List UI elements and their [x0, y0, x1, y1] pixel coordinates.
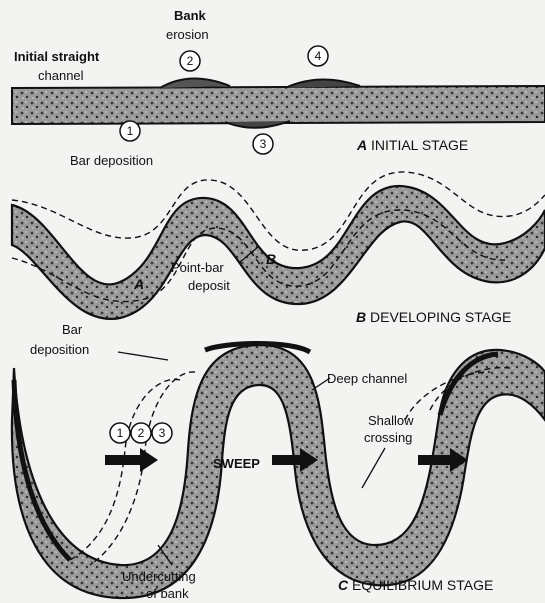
- bar-deposition-label-1: Bar: [62, 322, 83, 337]
- marker-c-2: 2: [131, 423, 151, 443]
- stage-b-developing: Point-bar deposit A B B DEVELOPING STAGE: [12, 172, 545, 325]
- sweep-label: SWEEP: [213, 456, 260, 471]
- shallow-crossing-label-1: Shallow: [368, 413, 414, 428]
- marker-4: 4: [308, 46, 328, 66]
- initial-channel-label-1: Initial straight: [14, 49, 100, 64]
- stage-b-title: B DEVELOPING STAGE: [356, 309, 511, 325]
- bank-erosion-label-1: Bank: [174, 8, 207, 23]
- point-a-letter: A: [133, 276, 144, 292]
- stage-c-equilibrium: 1 2 3 Bar deposition Deep channel Shallo…: [12, 322, 545, 601]
- marker-c-3: 3: [152, 423, 172, 443]
- shallow-crossing-leader: [362, 448, 385, 488]
- svg-text:2: 2: [138, 426, 145, 440]
- shallow-crossing-label-2: crossing: [364, 430, 412, 445]
- svg-text:4: 4: [315, 49, 322, 63]
- stage-a-title: A INITIAL STAGE: [356, 137, 468, 153]
- point-bar-label-1: Point-bar: [171, 260, 224, 275]
- bar-deposition-leader: [118, 352, 168, 360]
- developing-channel: [12, 186, 545, 319]
- undercutting-label-1: Undercutting: [122, 569, 196, 584]
- point-b-letter: B: [266, 251, 276, 267]
- initial-channel-label-2: channel: [38, 68, 84, 83]
- undercutting-label-2: of bank: [146, 586, 189, 601]
- marker-1: 1: [120, 121, 140, 141]
- svg-text:2: 2: [187, 54, 194, 68]
- bar-deposition-label: Bar deposition: [70, 153, 153, 168]
- equilibrium-channel: [12, 345, 545, 598]
- bar-deposition-dashed-1: [70, 379, 180, 560]
- svg-text:3: 3: [159, 426, 166, 440]
- marker-2: 2: [180, 51, 200, 71]
- bar-deposition-label-2: deposition: [30, 342, 89, 357]
- stage-c-title: C EQUILIBRIUM STAGE: [338, 577, 493, 593]
- svg-text:1: 1: [127, 124, 134, 138]
- stage-a-initial: 1 2 3 4 Initial straight channel Bank er…: [12, 8, 545, 168]
- marker-3: 3: [253, 134, 273, 154]
- svg-text:1: 1: [117, 426, 124, 440]
- bar-deposit-bulge: [225, 121, 290, 128]
- bank-erosion-label-2: erosion: [166, 27, 209, 42]
- deep-channel-label: Deep channel: [327, 371, 407, 386]
- point-bar-label-2: deposit: [188, 278, 230, 293]
- svg-text:3: 3: [260, 137, 267, 151]
- sweep-arrow-1: [105, 448, 158, 472]
- straight-channel: [12, 86, 545, 124]
- marker-c-1: 1: [110, 423, 130, 443]
